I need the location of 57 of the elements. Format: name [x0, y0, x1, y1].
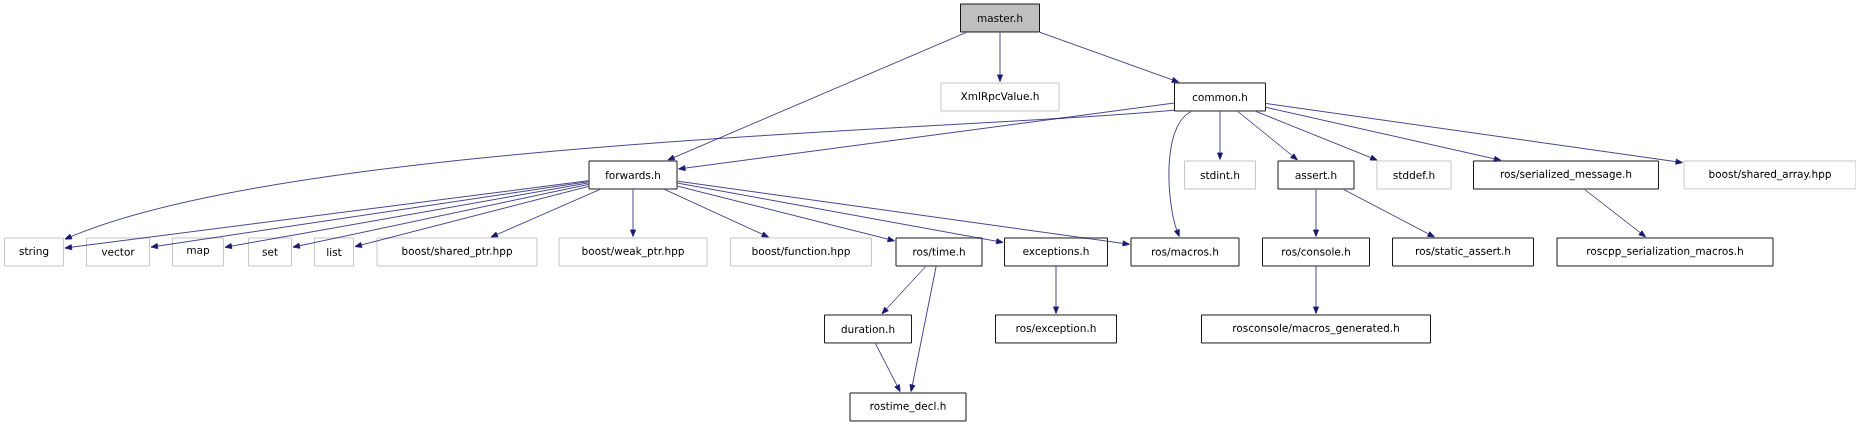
header-box: set — [248, 237, 292, 267]
arrow — [224, 182, 589, 249]
arrow — [1313, 266, 1319, 314]
header-box: boost/weak_ptr.hpp — [558, 237, 708, 267]
header-box: XmlRpcValue.h — [940, 82, 1060, 112]
arrow — [997, 32, 1003, 82]
header-box: master.h — [960, 3, 1040, 33]
header-box: assert.h — [1277, 160, 1355, 190]
header-box: string — [4, 237, 64, 267]
header-box: vector — [86, 237, 150, 267]
arrow — [630, 189, 636, 237]
header-box: stddef.h — [1376, 160, 1452, 190]
header-box: ros/serialized_message.h — [1473, 160, 1659, 190]
header-box: ros/macros.h — [1130, 237, 1240, 267]
header-box: map — [172, 237, 224, 267]
arrow — [150, 181, 589, 249]
arrow — [875, 343, 901, 392]
header-box: duration.h — [824, 314, 912, 344]
arrow — [677, 180, 1130, 247]
arrow — [1255, 111, 1378, 161]
header-box: stdint.h — [1184, 160, 1256, 190]
header-box: rosconsole/macros_generated.h — [1201, 314, 1431, 344]
header-box: ros/exception.h — [995, 314, 1117, 344]
header-box: rostime_decl.h — [849, 392, 967, 422]
arrow — [677, 182, 1004, 245]
header-box: list — [314, 237, 354, 267]
arrow — [292, 184, 589, 249]
header-box: boost/function.hpp — [730, 237, 872, 267]
header-box: boost/shared_ptr.hpp — [376, 237, 538, 267]
arrow — [1053, 266, 1059, 314]
arrow — [1168, 111, 1192, 237]
header-box: forwards.h — [588, 160, 678, 190]
arrow — [490, 189, 601, 238]
header-box: exceptions.h — [1004, 237, 1108, 267]
header-box: common.h — [1174, 82, 1266, 112]
arrow — [1237, 111, 1298, 161]
arrow — [1584, 189, 1646, 238]
arrow — [881, 266, 927, 315]
arrow — [1343, 189, 1435, 238]
header-box: boost/shared_array.hpp — [1683, 160, 1856, 190]
arrow — [667, 32, 967, 161]
arrow — [1265, 106, 1502, 162]
arrow — [1265, 103, 1683, 165]
arrow — [1217, 111, 1223, 160]
arrow — [678, 102, 1175, 171]
arrow — [677, 185, 895, 243]
arrow — [1039, 31, 1180, 83]
arrow — [64, 109, 1175, 240]
arrow — [64, 180, 589, 251]
arrow — [664, 189, 769, 238]
header-box: ros/console.h — [1262, 237, 1370, 267]
arrow — [1313, 189, 1319, 237]
arrow — [909, 266, 937, 392]
header-box: roscpp_serialization_macros.h — [1556, 237, 1774, 267]
arrow — [354, 186, 589, 248]
header-box: ros/time.h — [895, 237, 983, 267]
header-box: ros/static_assert.h — [1392, 237, 1534, 267]
